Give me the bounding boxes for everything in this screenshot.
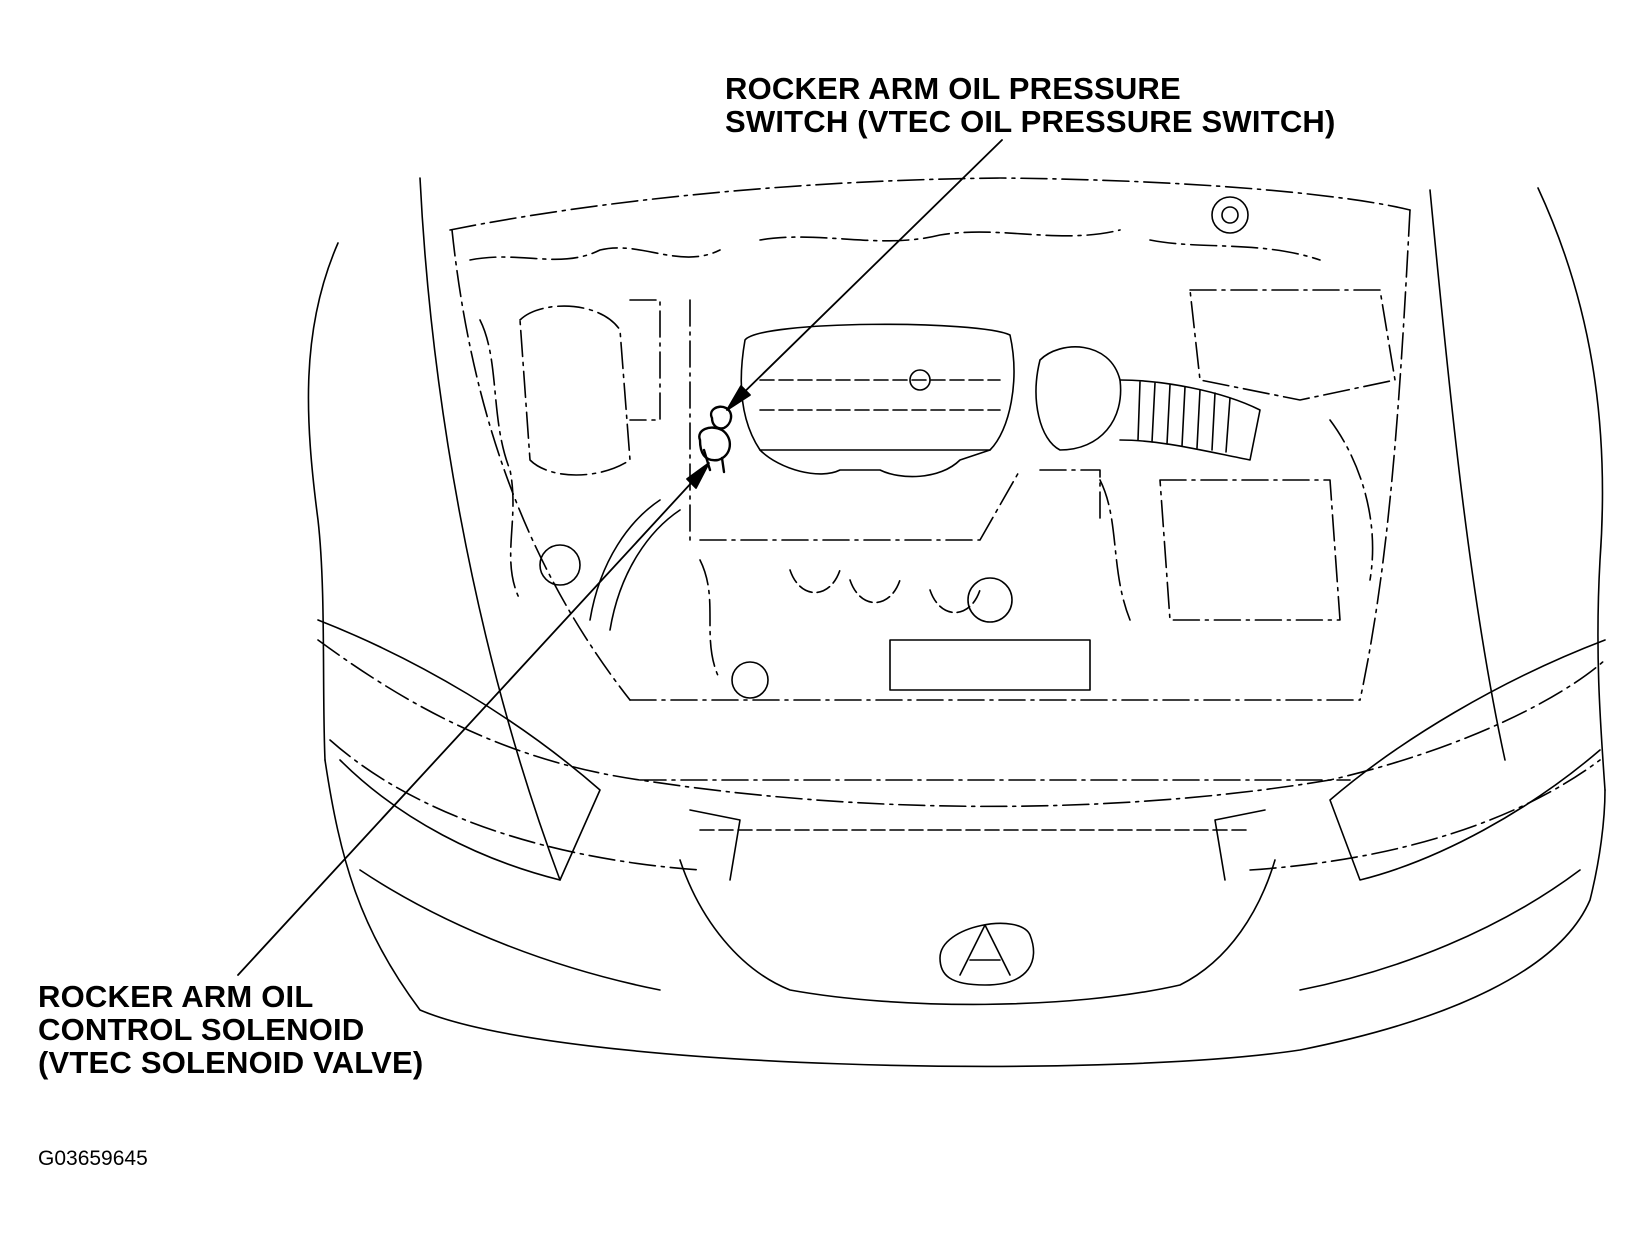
arrowhead-pressure-switch: [726, 385, 751, 411]
figure-id: G03659645: [38, 1147, 148, 1170]
wire-harness-3: [1149, 239, 1321, 261]
bay-left-wall: [451, 229, 631, 701]
front-bumper-lower: [324, 759, 1606, 1068]
engine-block: [519, 196, 1396, 699]
pressure-switch-label-line1: ROCKER ARM OIL PRESSURE: [725, 71, 1181, 106]
grille-top-right: [1214, 809, 1266, 881]
intake-manifold: [759, 449, 991, 478]
headlight-right: [1329, 639, 1606, 881]
coolant-reservoir: [519, 305, 631, 476]
emblem-caliper: [959, 924, 1011, 976]
pulley-1: [967, 577, 1013, 623]
ignition-coils: [789, 569, 981, 614]
pressure-switch-label-line2: SWITCH (VTEC OIL PRESSURE SWITCH): [725, 104, 1336, 139]
lower-intake-right: [1299, 869, 1581, 991]
bumper-mid-line-right: [1249, 759, 1601, 871]
headlight-left: [317, 619, 601, 881]
valve-cover-ribs: [759, 379, 1001, 411]
engine-front-cover: [689, 299, 1021, 541]
grille-outer: [679, 859, 1276, 1006]
control-solenoid-label-line3: (VTEC SOLENOID VALVE): [38, 1045, 424, 1080]
air-box: [1189, 289, 1396, 401]
hood-right-edge: [1429, 189, 1506, 761]
vtec-components: [698, 405, 733, 474]
wire-harness-2: [759, 229, 1121, 242]
oil-cap: [909, 369, 931, 391]
leader-line-pressure-switch: [730, 139, 1003, 406]
wire-harness-6: [699, 559, 721, 681]
vtec-solenoid-valve: [698, 426, 731, 462]
front-grille: [679, 809, 1276, 1006]
vtec-oil-pressure-switch: [709, 405, 733, 430]
lower-intake-left: [359, 869, 661, 991]
pressure-switch-callout: ROCKER ARM OIL PRESSURE SWITCH (VTEC OIL…: [725, 72, 1336, 138]
leader-line-control-solenoid: [237, 467, 706, 976]
left-fender-curve: [307, 242, 339, 761]
valve-cover: [740, 323, 1015, 451]
wire-harness-1: [469, 247, 721, 261]
bracket-1: [629, 299, 661, 421]
control-solenoid-label-line1: ROCKER ARM OIL: [38, 979, 314, 1014]
acura-emblem: [939, 922, 1035, 986]
intake-hose: [1119, 379, 1261, 461]
grille-top-left: [689, 809, 741, 881]
control-solenoid-callout: ROCKER ARM OIL CONTROL SOLENOID (VTEC SO…: [38, 980, 423, 1079]
engine-compartment: [449, 177, 1411, 781]
reservoir-cap: [1211, 196, 1249, 234]
radiator-hose-left: [589, 499, 661, 621]
reservoir-cap-inner: [1221, 206, 1239, 224]
throttle-body: [1035, 346, 1122, 451]
wire-harness-4: [479, 319, 521, 601]
vtec-solenoid-body: [702, 448, 726, 474]
belt-tensioner: [889, 639, 1091, 691]
arrowhead-control-solenoid: [686, 462, 710, 489]
battery: [1159, 479, 1341, 621]
bumper-mid-line: [329, 739, 701, 871]
bumper-upper-line: [317, 639, 1606, 808]
pulley-2: [539, 544, 581, 586]
wire-harness-7: [1099, 479, 1131, 621]
hood-left-edge: [419, 177, 561, 881]
wire-harness-5: [1329, 419, 1374, 581]
bay-right-wall: [1359, 209, 1411, 701]
cowl-line: [449, 177, 1411, 231]
leader-lines: [237, 139, 1003, 976]
control-solenoid-label-line2: CONTROL SOLENOID: [38, 1012, 365, 1047]
right-fender-curve: [1537, 187, 1606, 791]
radiator-hose-left-inner: [609, 509, 681, 631]
engine-details: [469, 229, 1374, 681]
intake-hose-ribs: [1137, 381, 1231, 453]
emblem-outer: [939, 922, 1035, 986]
vehicle-body-outline: [307, 177, 1606, 1068]
bracket-2: [1039, 469, 1101, 521]
pulley-3: [731, 661, 769, 699]
